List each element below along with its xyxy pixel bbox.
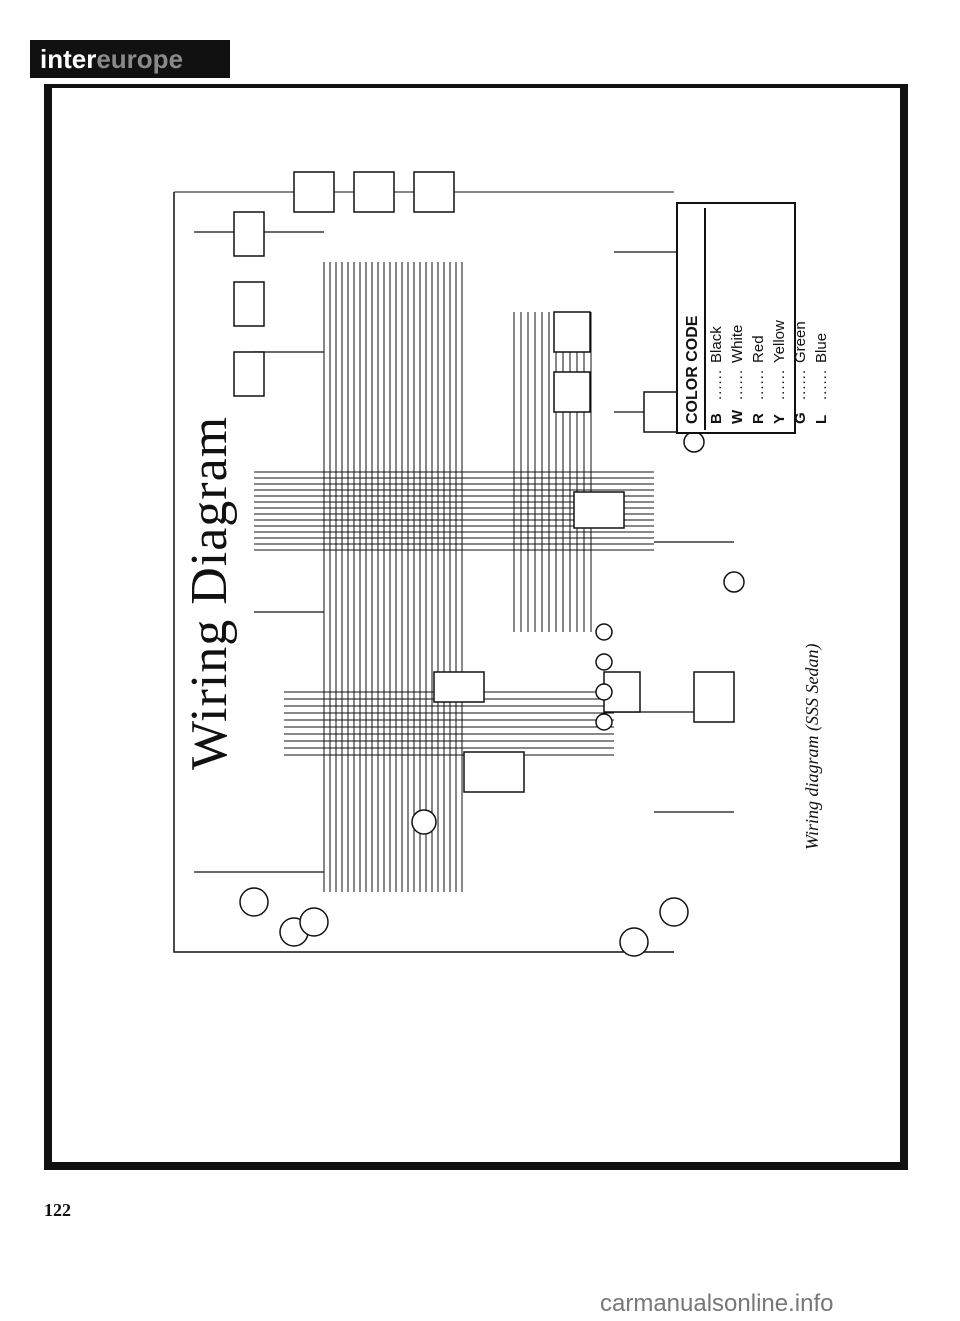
lamp-symbol — [619, 927, 649, 957]
legend-row: B...... Black — [706, 208, 727, 430]
legend-dots: ...... — [750, 368, 767, 400]
connector-block — [293, 171, 335, 213]
panel-block — [573, 491, 625, 529]
legend-color-name: White — [729, 324, 746, 363]
legend-row: W...... White — [727, 208, 748, 430]
lamp-symbol — [723, 571, 745, 593]
legend-row: R...... Red — [748, 208, 769, 430]
legend-color-name: Black — [708, 326, 725, 363]
legend-code: G — [792, 412, 809, 424]
spark-plug-symbol — [595, 623, 613, 641]
legend-dots: ...... — [813, 368, 830, 400]
fuse-block — [433, 671, 485, 703]
spark-plug-symbol — [595, 713, 613, 731]
relay-block — [233, 281, 265, 327]
wiring-diagram — [134, 112, 812, 1012]
page-title: Wiring Diagram — [181, 415, 238, 770]
battery-block — [463, 751, 525, 793]
legend-code: L — [813, 414, 830, 424]
legend-dots: ...... — [708, 368, 725, 400]
watermark: carmanualsonline.info — [600, 1290, 834, 1317]
connector-block — [693, 671, 735, 723]
legend-row: L...... Blue — [811, 208, 832, 430]
legend-color-name: Yellow — [771, 320, 788, 363]
switch-block — [643, 391, 681, 433]
brand-lead: inter — [40, 43, 97, 74]
lamp-symbol — [683, 431, 705, 453]
legend-dots: ...... — [792, 368, 809, 400]
page-number: 122 — [44, 1200, 71, 1220]
lamp-symbol — [299, 907, 329, 937]
switch-block — [553, 311, 591, 353]
legend-code: B — [708, 413, 725, 424]
legend-dots: ...... — [771, 368, 788, 400]
wiring-diagram-svg — [173, 171, 745, 957]
legend-row: G...... Green — [790, 208, 811, 430]
spark-plug-symbol — [595, 653, 613, 671]
relay-block — [233, 211, 265, 257]
legend-heading: COLOR CODE — [682, 208, 706, 430]
relay-block — [233, 351, 265, 397]
lamp-symbol — [659, 897, 689, 927]
legend-row: Y...... Yellow — [769, 208, 790, 430]
legend-color-name: Blue — [813, 332, 830, 363]
connector-block — [413, 171, 455, 213]
horn-symbol — [411, 809, 437, 835]
switch-block — [553, 371, 591, 413]
spark-plug-symbol — [595, 683, 613, 701]
lamp-symbol — [239, 887, 269, 917]
brand-rest: europe — [96, 43, 184, 74]
legend-code: Y — [771, 413, 788, 424]
legend-color-name: Green — [792, 321, 809, 363]
legend-dots: ...... — [729, 368, 746, 400]
connector-block — [353, 171, 395, 213]
figure-caption: Wiring diagram (SSS Sedan) — [802, 643, 822, 851]
legend-code: R — [750, 413, 767, 424]
legend-color-name: Red — [750, 335, 767, 363]
legend-code: W — [729, 409, 746, 424]
